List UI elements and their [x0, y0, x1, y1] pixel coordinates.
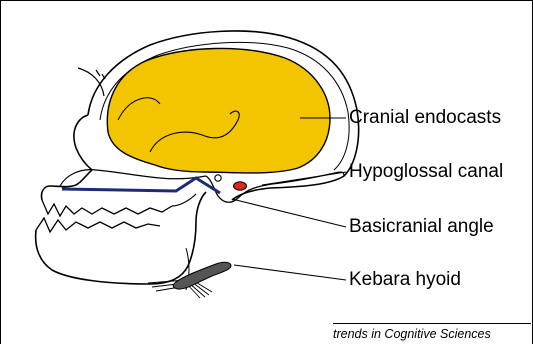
- foramen-marker: [215, 175, 221, 181]
- journal-credit: trends in Cognitive Sciences: [333, 328, 491, 341]
- label-kebara-hyoid: Kebara hyoid: [349, 270, 461, 289]
- kebara-hyoid-bone: [173, 262, 231, 289]
- orbit-outline: [41, 170, 92, 200]
- brow-ridge: [74, 115, 92, 170]
- cranial-endocast: [107, 48, 330, 173]
- label-basicranial-angle: Basicranial angle: [349, 217, 494, 236]
- lower-teeth: [36, 218, 160, 232]
- hypoglossal-canal-marker: [234, 182, 247, 190]
- credit-rule: [333, 323, 531, 324]
- upper-teeth: [42, 200, 172, 216]
- leader-basicranial-angle: [232, 199, 346, 227]
- basicranial-angle-line: [62, 178, 220, 193]
- label-hypoglossal-canal: Hypoglossal canal: [349, 162, 503, 181]
- leader-hypoglossal-canal: [262, 172, 346, 185]
- mandible-outline: [36, 192, 206, 284]
- leader-kebara-hyoid: [234, 265, 346, 280]
- mandible-ramus: [172, 194, 196, 206]
- label-cranial-endocasts: Cranial endocasts: [349, 108, 501, 127]
- midface-outline: [60, 170, 206, 186]
